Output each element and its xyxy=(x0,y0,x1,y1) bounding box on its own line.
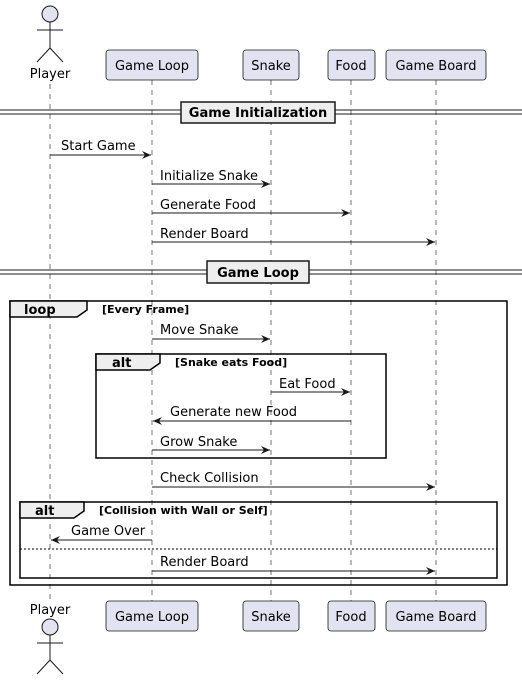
message-render-board-2: Render Board xyxy=(152,555,435,575)
participant-food-top: Food xyxy=(327,49,376,81)
message-label: Eat Food xyxy=(279,377,336,392)
message-label: Game Over xyxy=(71,524,146,539)
actor-player-bottom: Player xyxy=(30,603,71,675)
participants-bottom: Player Game Loop Snake Food Game Board xyxy=(30,600,487,675)
participant-game-board-top: Game Board xyxy=(385,49,487,81)
participant-food-bottom: Food xyxy=(327,600,376,632)
message-label: Initialize Snake xyxy=(160,169,258,184)
message-label: Grow Snake xyxy=(160,435,237,450)
divider-game-initialization: Game Initialization xyxy=(0,101,522,124)
fragment-guard: [Collision with Wall or Self] xyxy=(99,504,268,517)
fragment-alt-snake-eats-food: alt [Snake eats Food] xyxy=(95,353,387,459)
divider-label: Game Initialization xyxy=(189,106,327,121)
participant-label: Game Loop xyxy=(115,610,189,625)
message-label: Move Snake xyxy=(160,323,239,338)
actor-head xyxy=(41,618,59,636)
participant-game-loop-bottom: Game Loop xyxy=(105,600,199,632)
fragment-keyword: loop xyxy=(24,303,56,318)
message-label: Render Board xyxy=(160,227,249,242)
participant-snake-bottom: Snake xyxy=(242,600,300,632)
participant-game-loop-top: Game Loop xyxy=(105,49,199,81)
message-grow-snake: Grow Snake xyxy=(152,435,270,454)
participant-game-board-bottom: Game Board xyxy=(385,600,487,632)
participant-label: Game Board xyxy=(395,59,476,74)
message-label: Start Game xyxy=(61,139,136,154)
participant-label: Food xyxy=(335,59,366,74)
actor-head xyxy=(41,5,59,23)
message-start-game: Start Game xyxy=(50,139,151,159)
actor-player-top: Player xyxy=(30,5,71,82)
fragment-guard: [Snake eats Food] xyxy=(175,356,287,369)
participants-top: Player Game Loop Snake Food Game Board xyxy=(30,5,487,82)
message-initialize-snake: Initialize Snake xyxy=(152,169,270,188)
participant-snake-top: Snake xyxy=(242,49,300,81)
message-game-over: Game Over xyxy=(51,524,152,544)
message-label: Generate Food xyxy=(160,198,256,213)
message-label: Generate new Food xyxy=(170,405,297,420)
fragment-guard: [Every Frame] xyxy=(102,303,189,316)
participant-label: Snake xyxy=(251,610,291,625)
participant-label: Player xyxy=(30,67,71,82)
message-render-board: Render Board xyxy=(152,227,435,246)
participant-label: Game Loop xyxy=(115,59,189,74)
message-label: Check Collision xyxy=(160,471,259,486)
participant-label: Snake xyxy=(251,59,291,74)
participant-label: Player xyxy=(30,603,71,618)
message-generate-food: Generate Food xyxy=(152,198,350,217)
divider-game-loop: Game Loop xyxy=(0,260,522,284)
participant-label: Food xyxy=(335,610,366,625)
participant-label: Game Board xyxy=(395,610,476,625)
fragment-keyword: alt xyxy=(112,356,131,371)
message-generate-new-food: Generate new Food xyxy=(153,405,351,425)
fragment-alt-collision: alt [Collision with Wall or Self] xyxy=(19,501,498,579)
message-move-snake: Move Snake xyxy=(152,323,270,343)
fragment-loop: loop [Every Frame] xyxy=(9,300,508,586)
divider-label: Game Loop xyxy=(217,266,299,281)
message-check-collision: Check Collision xyxy=(152,471,435,491)
lifelines xyxy=(49,80,437,601)
message-eat-food: Eat Food xyxy=(271,377,350,396)
message-label: Render Board xyxy=(160,555,249,570)
fragment-keyword: alt xyxy=(35,504,54,519)
